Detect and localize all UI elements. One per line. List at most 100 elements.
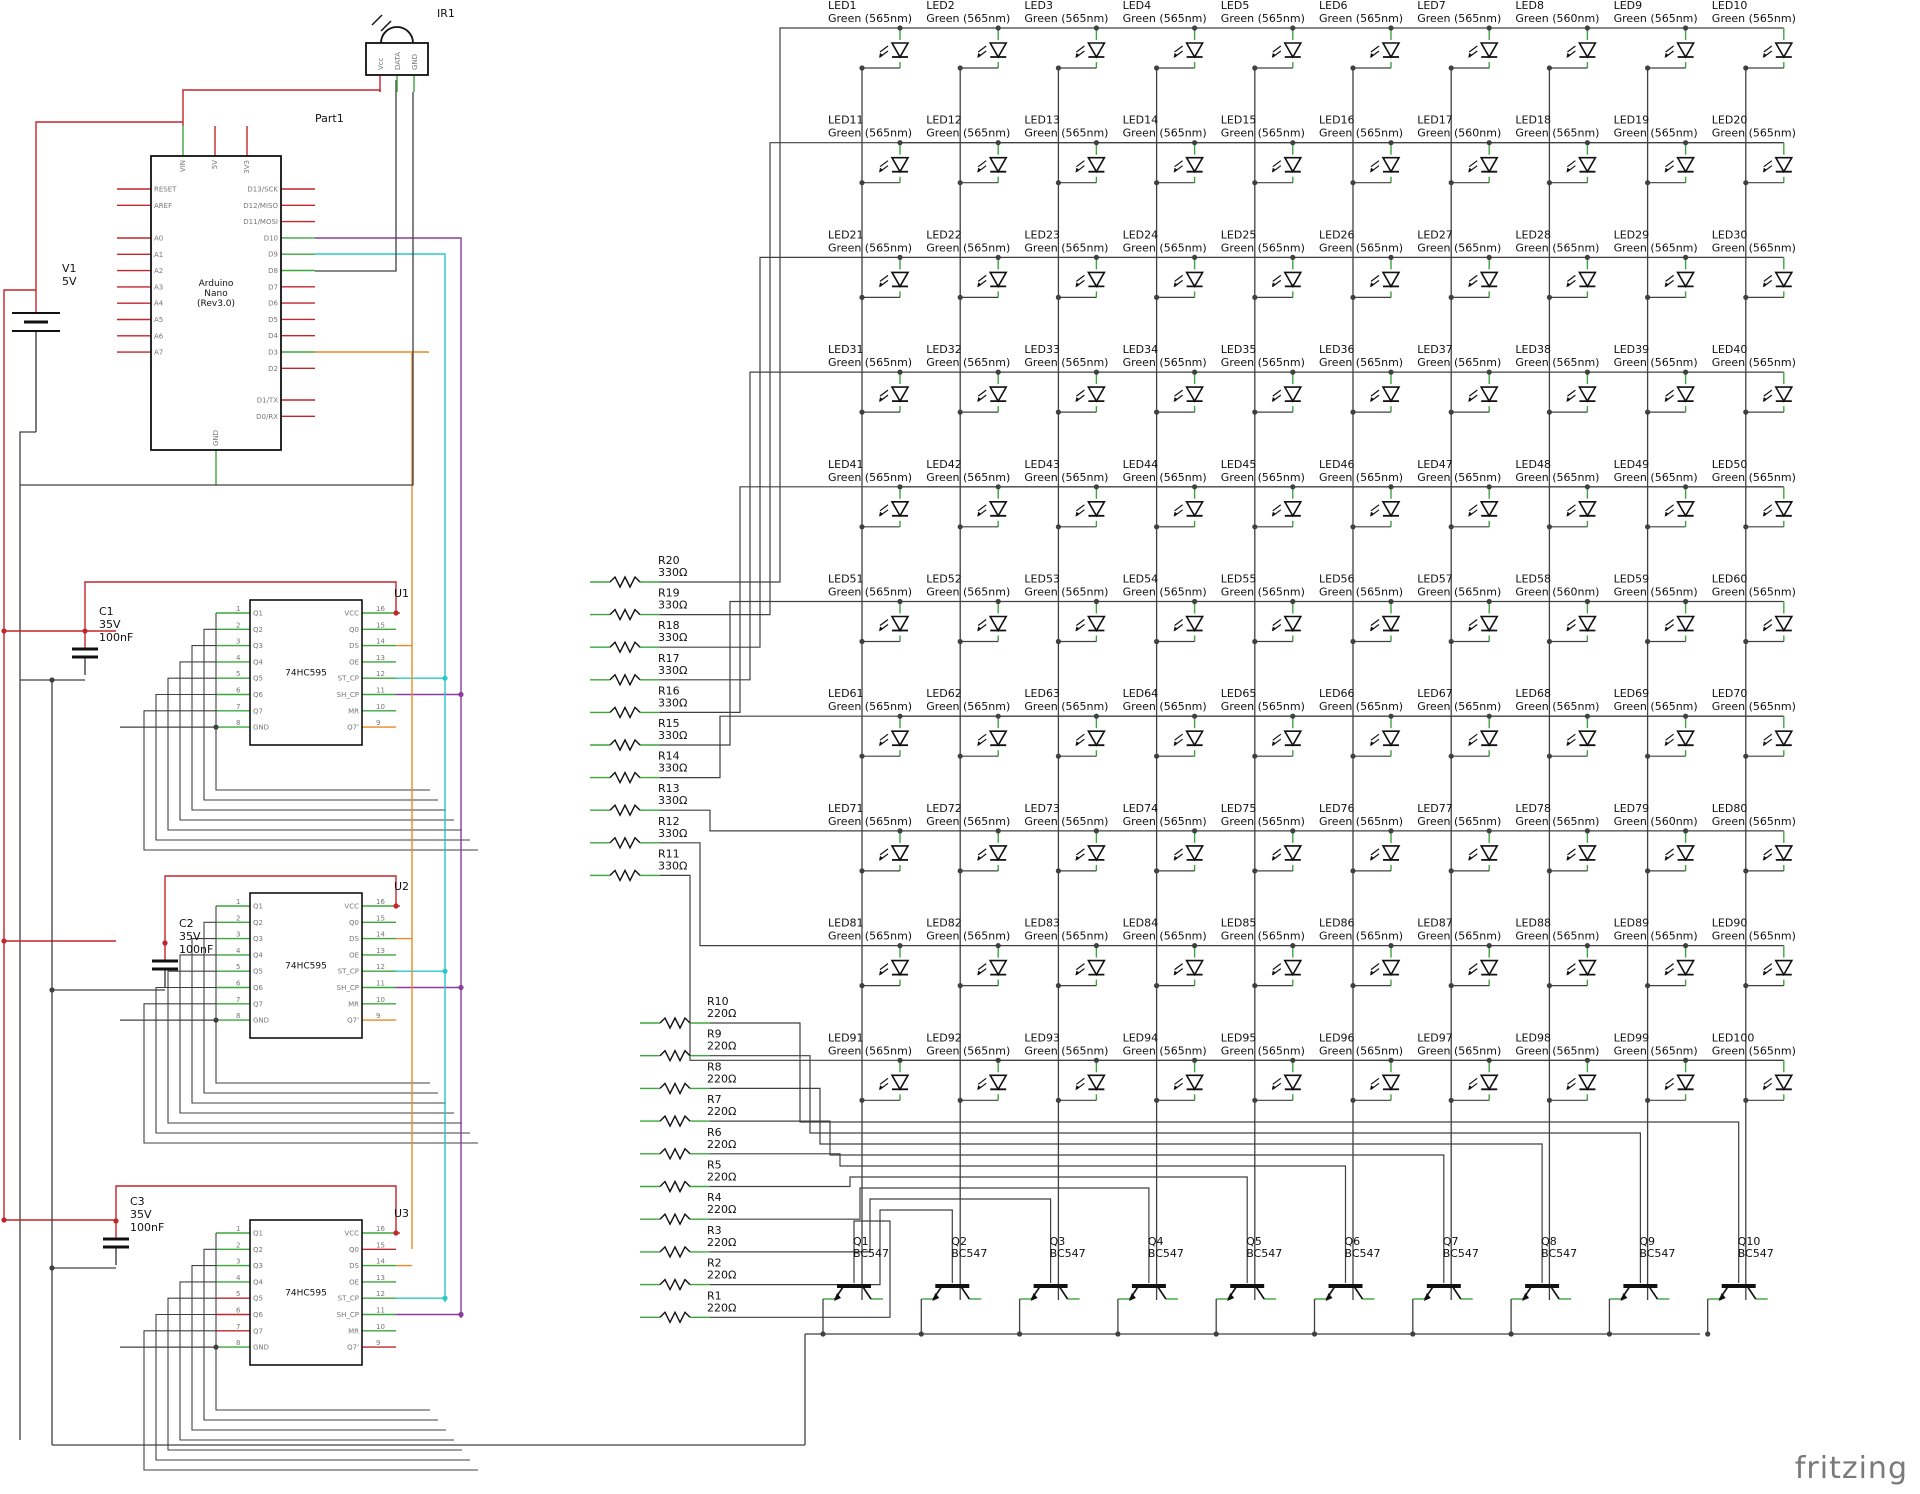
base-drive-wire — [710, 1055, 1642, 1283]
led-light-arrow — [1272, 389, 1282, 397]
led-light-arrow — [879, 963, 889, 971]
led-value-label: Green (565nm) — [1515, 930, 1599, 943]
junction-dot — [1115, 1331, 1121, 1337]
led-symbol — [1381, 386, 1401, 403]
led-value-label: Green (565nm) — [1712, 700, 1796, 713]
junction-dot — [995, 254, 1001, 260]
led-symbol — [1774, 959, 1794, 977]
led-light-arrow — [1076, 389, 1085, 397]
led-value-label: Green (565nm) — [1712, 1044, 1796, 1057]
junction-dot — [1743, 868, 1749, 874]
junction-dot — [1154, 180, 1160, 186]
junction-dot — [1290, 598, 1296, 605]
led-value-label: Green (565nm) — [828, 356, 912, 369]
resistor-value-label: 220Ω — [707, 1105, 736, 1118]
junction-dot — [957, 638, 963, 645]
junction-dot — [859, 753, 865, 759]
led-ref-label: LED50 — [1712, 458, 1748, 471]
led-ref-label: LED42 — [926, 458, 962, 471]
chip-pin-number: 1 — [236, 898, 240, 906]
chip-pin-label: VCC — [344, 903, 359, 911]
led-symbol — [1479, 1074, 1499, 1091]
led-symbol — [890, 615, 910, 633]
led-ref-label: LED10 — [1712, 0, 1748, 12]
capacitor-value-label: 100nF — [130, 1221, 164, 1234]
led-light-arrowhead — [1075, 1085, 1080, 1091]
led-value-label: Green (565nm) — [828, 127, 912, 140]
transistor-ref-label: Q6 — [1345, 1235, 1361, 1248]
junction-dot — [1388, 254, 1394, 260]
led-value-label: Green (565nm) — [1614, 700, 1698, 713]
transistor-collector — [1255, 1286, 1265, 1300]
led-light-arrowhead — [879, 855, 883, 861]
led-value-label: Green (565nm) — [1221, 815, 1305, 828]
led-light-arrow — [1567, 848, 1576, 856]
led-value-label: Green (565nm) — [926, 127, 1010, 140]
led-light-arrow — [1468, 733, 1478, 741]
transistor-ref-label: Q7 — [1443, 1235, 1459, 1248]
led-light-arrow — [1076, 733, 1085, 741]
ground-wire — [20, 92, 414, 486]
led-light-arrow — [1174, 619, 1183, 626]
led-light-arrowhead — [1762, 511, 1767, 517]
junction-dot — [1192, 598, 1198, 605]
led-light-arrow — [1272, 848, 1282, 856]
led-symbol — [1774, 1074, 1794, 1091]
led-ref-label: LED4 — [1123, 0, 1152, 12]
led-ref-label: LED41 — [828, 458, 864, 471]
led-ref-label: LED81 — [828, 917, 864, 930]
led-value-label: Green (565nm) — [1712, 12, 1796, 25]
led-light-arrowhead — [1566, 511, 1571, 517]
led-value-label: Green (565nm) — [1417, 700, 1501, 713]
resistor-value-label: 330Ω — [658, 631, 687, 644]
resistor-symbol — [609, 673, 641, 687]
led-light-arrowhead — [1173, 397, 1178, 403]
led-ref-label: LED65 — [1221, 687, 1257, 700]
led-value-label: Green (565nm) — [1319, 930, 1403, 943]
junction-dot — [1154, 638, 1160, 645]
junction-dot — [859, 180, 865, 186]
led-value-label: Green (565nm) — [1123, 700, 1207, 713]
led-ref-label: LED72 — [926, 802, 962, 815]
led-value-label: Green (565nm) — [1123, 356, 1207, 369]
led-light-arrow — [1272, 963, 1282, 971]
led-symbol — [890, 845, 910, 862]
led-light-arrow — [1370, 389, 1380, 397]
resistor-value-label: 330Ω — [658, 794, 687, 807]
chip-pin-number: 12 — [376, 963, 385, 971]
led-light-arrowhead — [1173, 53, 1178, 58]
chip-pin-number: 1 — [236, 1225, 240, 1233]
junction-dot — [1584, 254, 1590, 260]
led-value-label: Green (565nm) — [1417, 356, 1501, 369]
led-symbol — [1774, 271, 1794, 289]
resistor-row-wire — [660, 486, 900, 714]
latch-junction — [442, 1295, 448, 1301]
base-drive-wire — [710, 1198, 1052, 1283]
led-value-label: Green (565nm) — [1417, 1044, 1501, 1057]
led-ref-label: LED90 — [1712, 917, 1748, 930]
chip-pin-number: 14 — [376, 931, 385, 939]
led-light-arrowhead — [977, 626, 982, 632]
junction-dot — [1584, 943, 1590, 949]
junction-dot — [1388, 25, 1394, 31]
led-light-arrowhead — [1664, 397, 1669, 403]
led-light-arrowhead — [1370, 282, 1374, 288]
shift-output-wire — [143, 710, 478, 851]
arduino-pin-label: RESET — [154, 186, 177, 194]
led-light-arrowhead — [1468, 282, 1473, 288]
chip-pin-label: DS — [349, 642, 359, 650]
led-ref-label: LED86 — [1319, 917, 1355, 930]
gnd-junction — [213, 724, 219, 730]
clock-wire — [315, 237, 462, 240]
transistor-part-label: BC547 — [1050, 1247, 1086, 1260]
junction-dot — [1546, 409, 1552, 415]
led-value-label: Green (565nm) — [828, 241, 912, 254]
arduino-pin-label: D13/SCK — [247, 186, 278, 194]
junction-dot — [957, 65, 963, 71]
arduino-pin-label: VIN — [179, 160, 187, 172]
transistor-part-label: BC547 — [1738, 1247, 1774, 1260]
junction-dot — [1486, 140, 1492, 146]
shift-output-wire — [143, 1003, 478, 1144]
chip-pin-number: 14 — [376, 638, 385, 646]
led-light-arrowhead — [1075, 626, 1080, 632]
